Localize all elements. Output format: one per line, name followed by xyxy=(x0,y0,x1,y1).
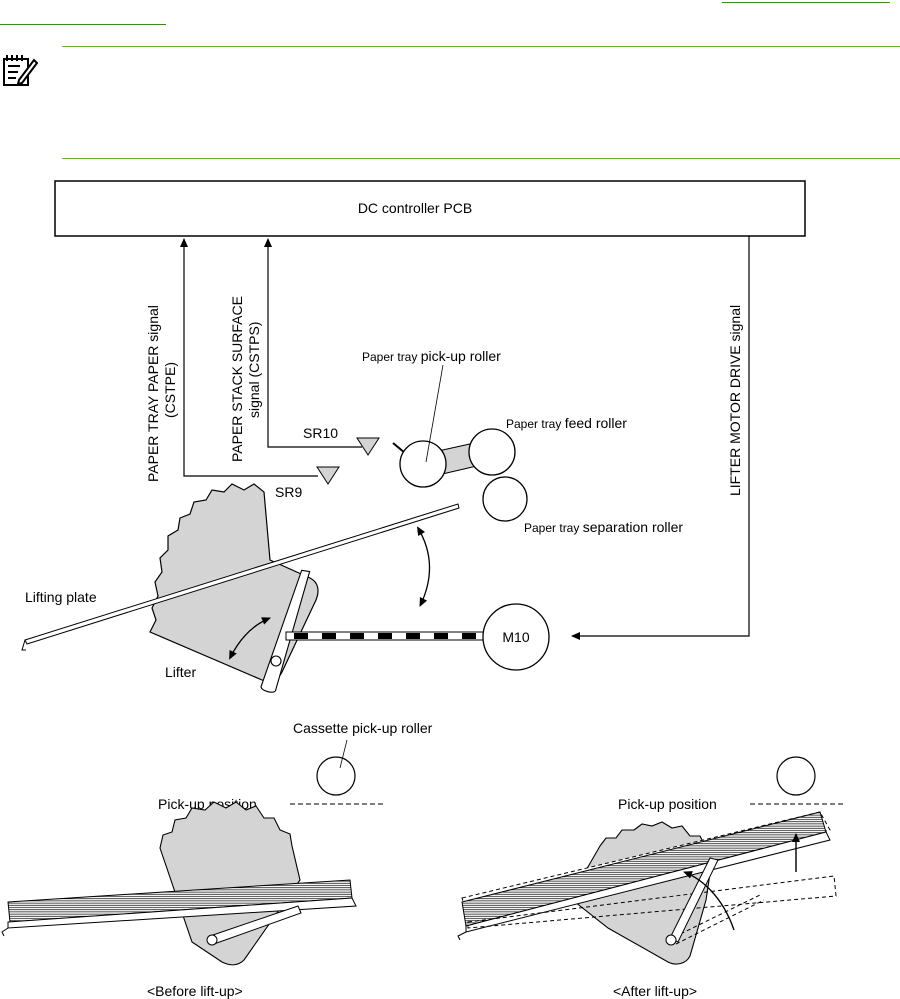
dc-controller-box: DC controller PCB xyxy=(54,180,806,237)
sr9-sensor xyxy=(316,466,340,485)
motor-label: M10 xyxy=(502,629,529,645)
link-underline-right[interactable] xyxy=(722,2,890,3)
note-top-rule xyxy=(62,46,900,47)
lifter-label: Lifter xyxy=(165,664,196,680)
cassette-roller-left xyxy=(316,756,356,796)
cassette-roller-right xyxy=(776,756,816,796)
drive-shaft xyxy=(285,631,485,641)
after-liftup-illustration xyxy=(457,811,837,965)
cstps-label-line1: PAPER STACK SURFACE xyxy=(229,296,245,462)
pickup-roller-label: Paper tray pick-up roller xyxy=(362,348,501,364)
cstpe-signal-line xyxy=(180,238,318,477)
cstps-label-line2: signal (CSTPS) xyxy=(246,322,262,418)
roller-assembly xyxy=(392,364,528,522)
lifter-pivot xyxy=(270,655,282,667)
lifter-diagram: DC controller PCB PAPER TRAY PAPER signa… xyxy=(1,180,844,999)
link-underline[interactable] xyxy=(0,24,166,25)
note-bottom-rule xyxy=(62,158,900,159)
caption-before: <Before lift-up> xyxy=(147,983,243,999)
cstpe-label-line2: (CSTPE) xyxy=(162,362,178,418)
lifting-plate-label: Lifting plate xyxy=(25,589,97,605)
feed-roller-label: Paper tray feed roller xyxy=(506,415,627,431)
lifter-motor-signal-label: LIFTER MOTOR DRIVE signal xyxy=(727,305,743,496)
sr10-label: SR10 xyxy=(303,425,338,441)
separation-roller-label: Paper tray separation roller xyxy=(524,519,683,535)
lifter-motor xyxy=(482,603,550,671)
cstpe-label-line1: PAPER TRAY PAPER signal xyxy=(145,305,161,482)
before-liftup-illustration xyxy=(1,801,357,966)
pickup-roller xyxy=(399,440,447,488)
sr10-sensor xyxy=(356,437,380,456)
note-pad-icon xyxy=(3,55,38,86)
pickup-position-label-right: Pick-up position xyxy=(618,796,717,812)
caption-after: <After lift-up> xyxy=(613,983,697,999)
lifter-signal-line xyxy=(571,236,750,640)
dc-controller-label: DC controller PCB xyxy=(358,200,472,216)
cstps-signal-line xyxy=(264,238,362,448)
feed-roller xyxy=(468,428,516,476)
plate-movement-arrow xyxy=(416,526,431,607)
sr9-label: SR9 xyxy=(275,484,302,500)
cassette-roller-label: Cassette pick-up roller xyxy=(293,720,433,736)
separation-roller xyxy=(482,476,528,522)
lifter-rotation-arrow xyxy=(229,617,271,660)
lifting-plate xyxy=(21,503,460,651)
